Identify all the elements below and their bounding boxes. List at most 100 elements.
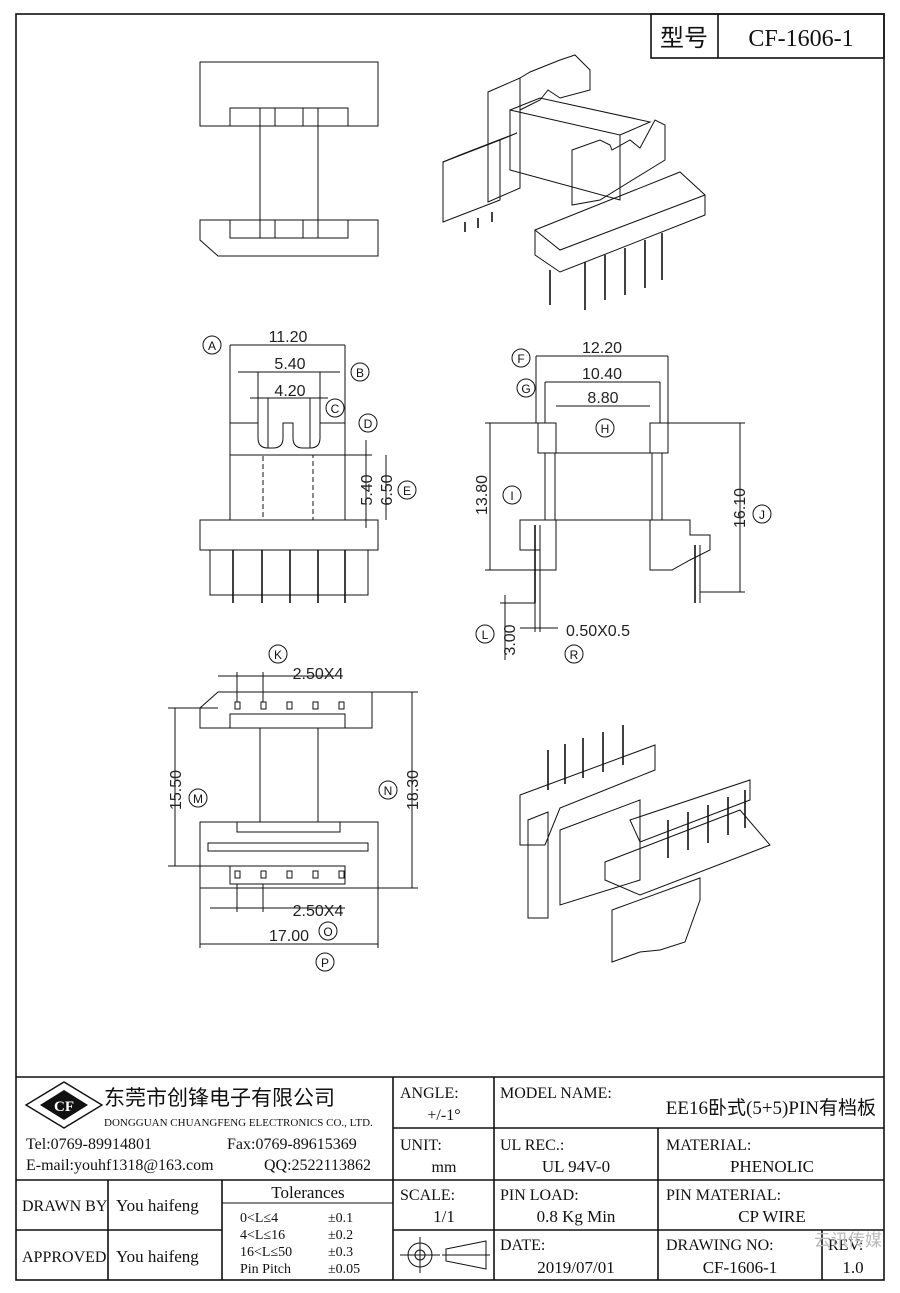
tolerance-table: 0<L≤4 ±0.1 4<L≤16 ±0.2 16<L≤50 ±0.3 Pin … (240, 1211, 360, 1277)
dim-A-value: 11.20 (269, 329, 308, 346)
svg-text:C: C (331, 402, 340, 416)
model-name-label: MODEL NAME: (500, 1085, 612, 1102)
watermark: 云讯传媒 (814, 1231, 882, 1251)
side-view: 12.20 10.40 8.80 13.80 16.10 3.00 0.50X0… (474, 340, 749, 660)
tol-range-3: 16<L≤50 (240, 1245, 292, 1260)
pin-load-label: PIN LOAD: (500, 1187, 579, 1204)
svg-text:D: D (364, 417, 373, 431)
svg-text:R: R (570, 648, 579, 662)
unit-value: mm (432, 1159, 457, 1176)
dim-G-value: 10.40 (582, 366, 622, 383)
rev-label: REV: (828, 1237, 863, 1254)
dim-B-value: 5.40 (274, 356, 305, 373)
marker-L: L (475, 624, 495, 644)
dim-P-value: 17.00 (269, 928, 309, 945)
sheet-border (15, 13, 885, 1281)
front-view: 11.20 5.40 4.20 5.40 6.50 (199, 329, 396, 603)
marker-R: R (564, 644, 584, 664)
svg-text:E: E (403, 484, 411, 498)
dim-K-value: 2.50X4 (293, 666, 344, 683)
marker-E: E (397, 480, 417, 500)
svg-text:B: B (356, 366, 364, 380)
approved-label: APPROVED (22, 1249, 106, 1266)
pin-load-value: 0.8 Kg Min (537, 1207, 616, 1226)
dim-R-value: 0.50X0.5 (566, 623, 630, 640)
marker-J: J (752, 504, 772, 524)
marker-I: I (502, 485, 522, 505)
ul-rec-label: UL REC.: (500, 1137, 564, 1154)
tol-range-4: Pin Pitch (240, 1262, 291, 1277)
marker-O: O (318, 921, 338, 941)
isometric-view-bottom (519, 725, 771, 963)
rev-value: 1.0 (842, 1258, 863, 1277)
dim-F-value: 12.20 (582, 340, 622, 357)
marker-B: B (350, 362, 370, 382)
tol-value-1: ±0.1 (328, 1211, 353, 1226)
marker-N: N (378, 780, 398, 800)
company-fax: Fax:0769-89615369 (227, 1136, 357, 1153)
drawing-no-value: CF-1606-1 (703, 1258, 778, 1277)
svg-text:M: M (193, 792, 203, 806)
svg-text:N: N (384, 784, 393, 798)
drawn-by-value: You haifeng (116, 1196, 199, 1215)
date-label: DATE: (500, 1237, 545, 1254)
company-tel: Tel:0769-89914801 (26, 1136, 152, 1153)
marker-K: K (268, 644, 288, 664)
tol-value-2: ±0.2 (328, 1228, 353, 1243)
dim-I-value: 13.80 (474, 475, 491, 515)
tol-value-3: ±0.3 (328, 1245, 353, 1260)
bottom-view: 2.50X4 15.50 18.30 2.50X4 17.00 (168, 666, 422, 948)
company-email: E-mail:youhf1318@163.com (26, 1157, 214, 1174)
model-header: 型号 CF-1606-1 (650, 13, 885, 59)
dim-N-value: 18.30 (405, 770, 422, 810)
tol-range-1: 0<L≤4 (240, 1211, 278, 1226)
angle-value: +/-1° (427, 1107, 460, 1124)
tolerances-title: Tolerances (271, 1183, 344, 1202)
pin-material-value: CP WIRE (738, 1207, 806, 1226)
marker-P: P (315, 952, 335, 972)
model-name-value: EE16卧式(5+5)PIN有档板 (666, 1097, 876, 1119)
date-value: 2019/07/01 (537, 1258, 614, 1277)
top-view (199, 61, 379, 257)
marker-M: M (188, 788, 208, 808)
svg-text:P: P (321, 956, 329, 970)
dim-C-value: 4.20 (274, 383, 305, 400)
dimension-markers: A B C D E F G H I J K L R M N O P (188, 335, 772, 972)
ul-rec-value: UL 94V-0 (542, 1157, 610, 1176)
svg-text:L: L (482, 628, 489, 642)
marker-D: D (358, 413, 378, 433)
marker-H: H (595, 418, 615, 438)
angle-label: ANGLE: (400, 1085, 459, 1102)
marker-G: G (516, 378, 536, 398)
material-label: MATERIAL: (666, 1137, 751, 1154)
pin-material-label: PIN MATERIAL: (666, 1187, 781, 1204)
unit-label: UNIT: (400, 1137, 442, 1154)
svg-text:F: F (517, 352, 524, 366)
tol-range-2: 4<L≤16 (240, 1228, 285, 1243)
company-qq: QQ:2522113862 (264, 1157, 371, 1174)
dim-O-value: 2.50X4 (293, 903, 344, 920)
title-block: CF 东莞市创锋电子有限公司 DONGGUAN CHUANGFENG ELECT… (16, 1076, 884, 1280)
company-logo: CF (24, 1081, 104, 1129)
svg-text:I: I (510, 489, 513, 503)
tol-value-4: ±0.05 (328, 1262, 360, 1277)
dim-H-value: 8.80 (587, 390, 618, 407)
logo-text: CF (54, 1099, 74, 1115)
svg-text:A: A (208, 339, 216, 353)
dim-E-value: 6.50 (379, 474, 396, 505)
marker-A: A (202, 335, 222, 355)
scale-value: 1/1 (433, 1207, 455, 1226)
projection-symbol-icon (400, 1237, 490, 1273)
material-value: PHENOLIC (730, 1157, 814, 1176)
svg-text:O: O (323, 925, 332, 939)
model-value: CF-1606-1 (748, 26, 853, 52)
marker-F: F (511, 348, 531, 368)
dim-M-value: 15.50 (168, 770, 185, 810)
company-name-cn: 东莞市创锋电子有限公司 (104, 1086, 335, 1110)
drawing-no-label: DRAWING NO: (666, 1237, 774, 1254)
svg-text:J: J (759, 508, 765, 522)
marker-C: C (325, 398, 345, 418)
scale-label: SCALE: (400, 1187, 455, 1204)
isometric-view-top (442, 54, 706, 310)
